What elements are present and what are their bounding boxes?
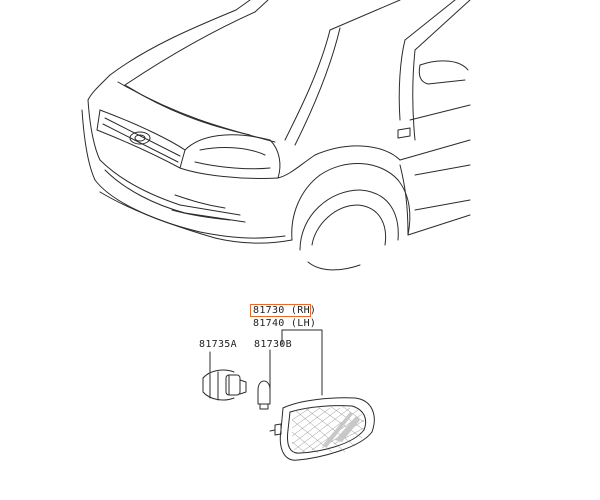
part-label-bulb[interactable]: 81730B (254, 339, 292, 350)
side-marker-lamp-icon (269, 397, 375, 461)
leader-lines (209, 329, 323, 396)
selected-part-highlight (250, 304, 311, 317)
lamp-reflector-highlight (322, 412, 360, 447)
part-label-lamp-rh[interactable]: 81730 (RH) (253, 305, 317, 316)
car-front-illustration (81, 0, 471, 271)
bulb-icon (257, 380, 271, 410)
part-label-lamp-lh[interactable]: 81740 (LH) (253, 318, 317, 329)
bulb-socket-icon (202, 369, 247, 401)
part-label-socket[interactable]: 81735A (199, 339, 237, 350)
